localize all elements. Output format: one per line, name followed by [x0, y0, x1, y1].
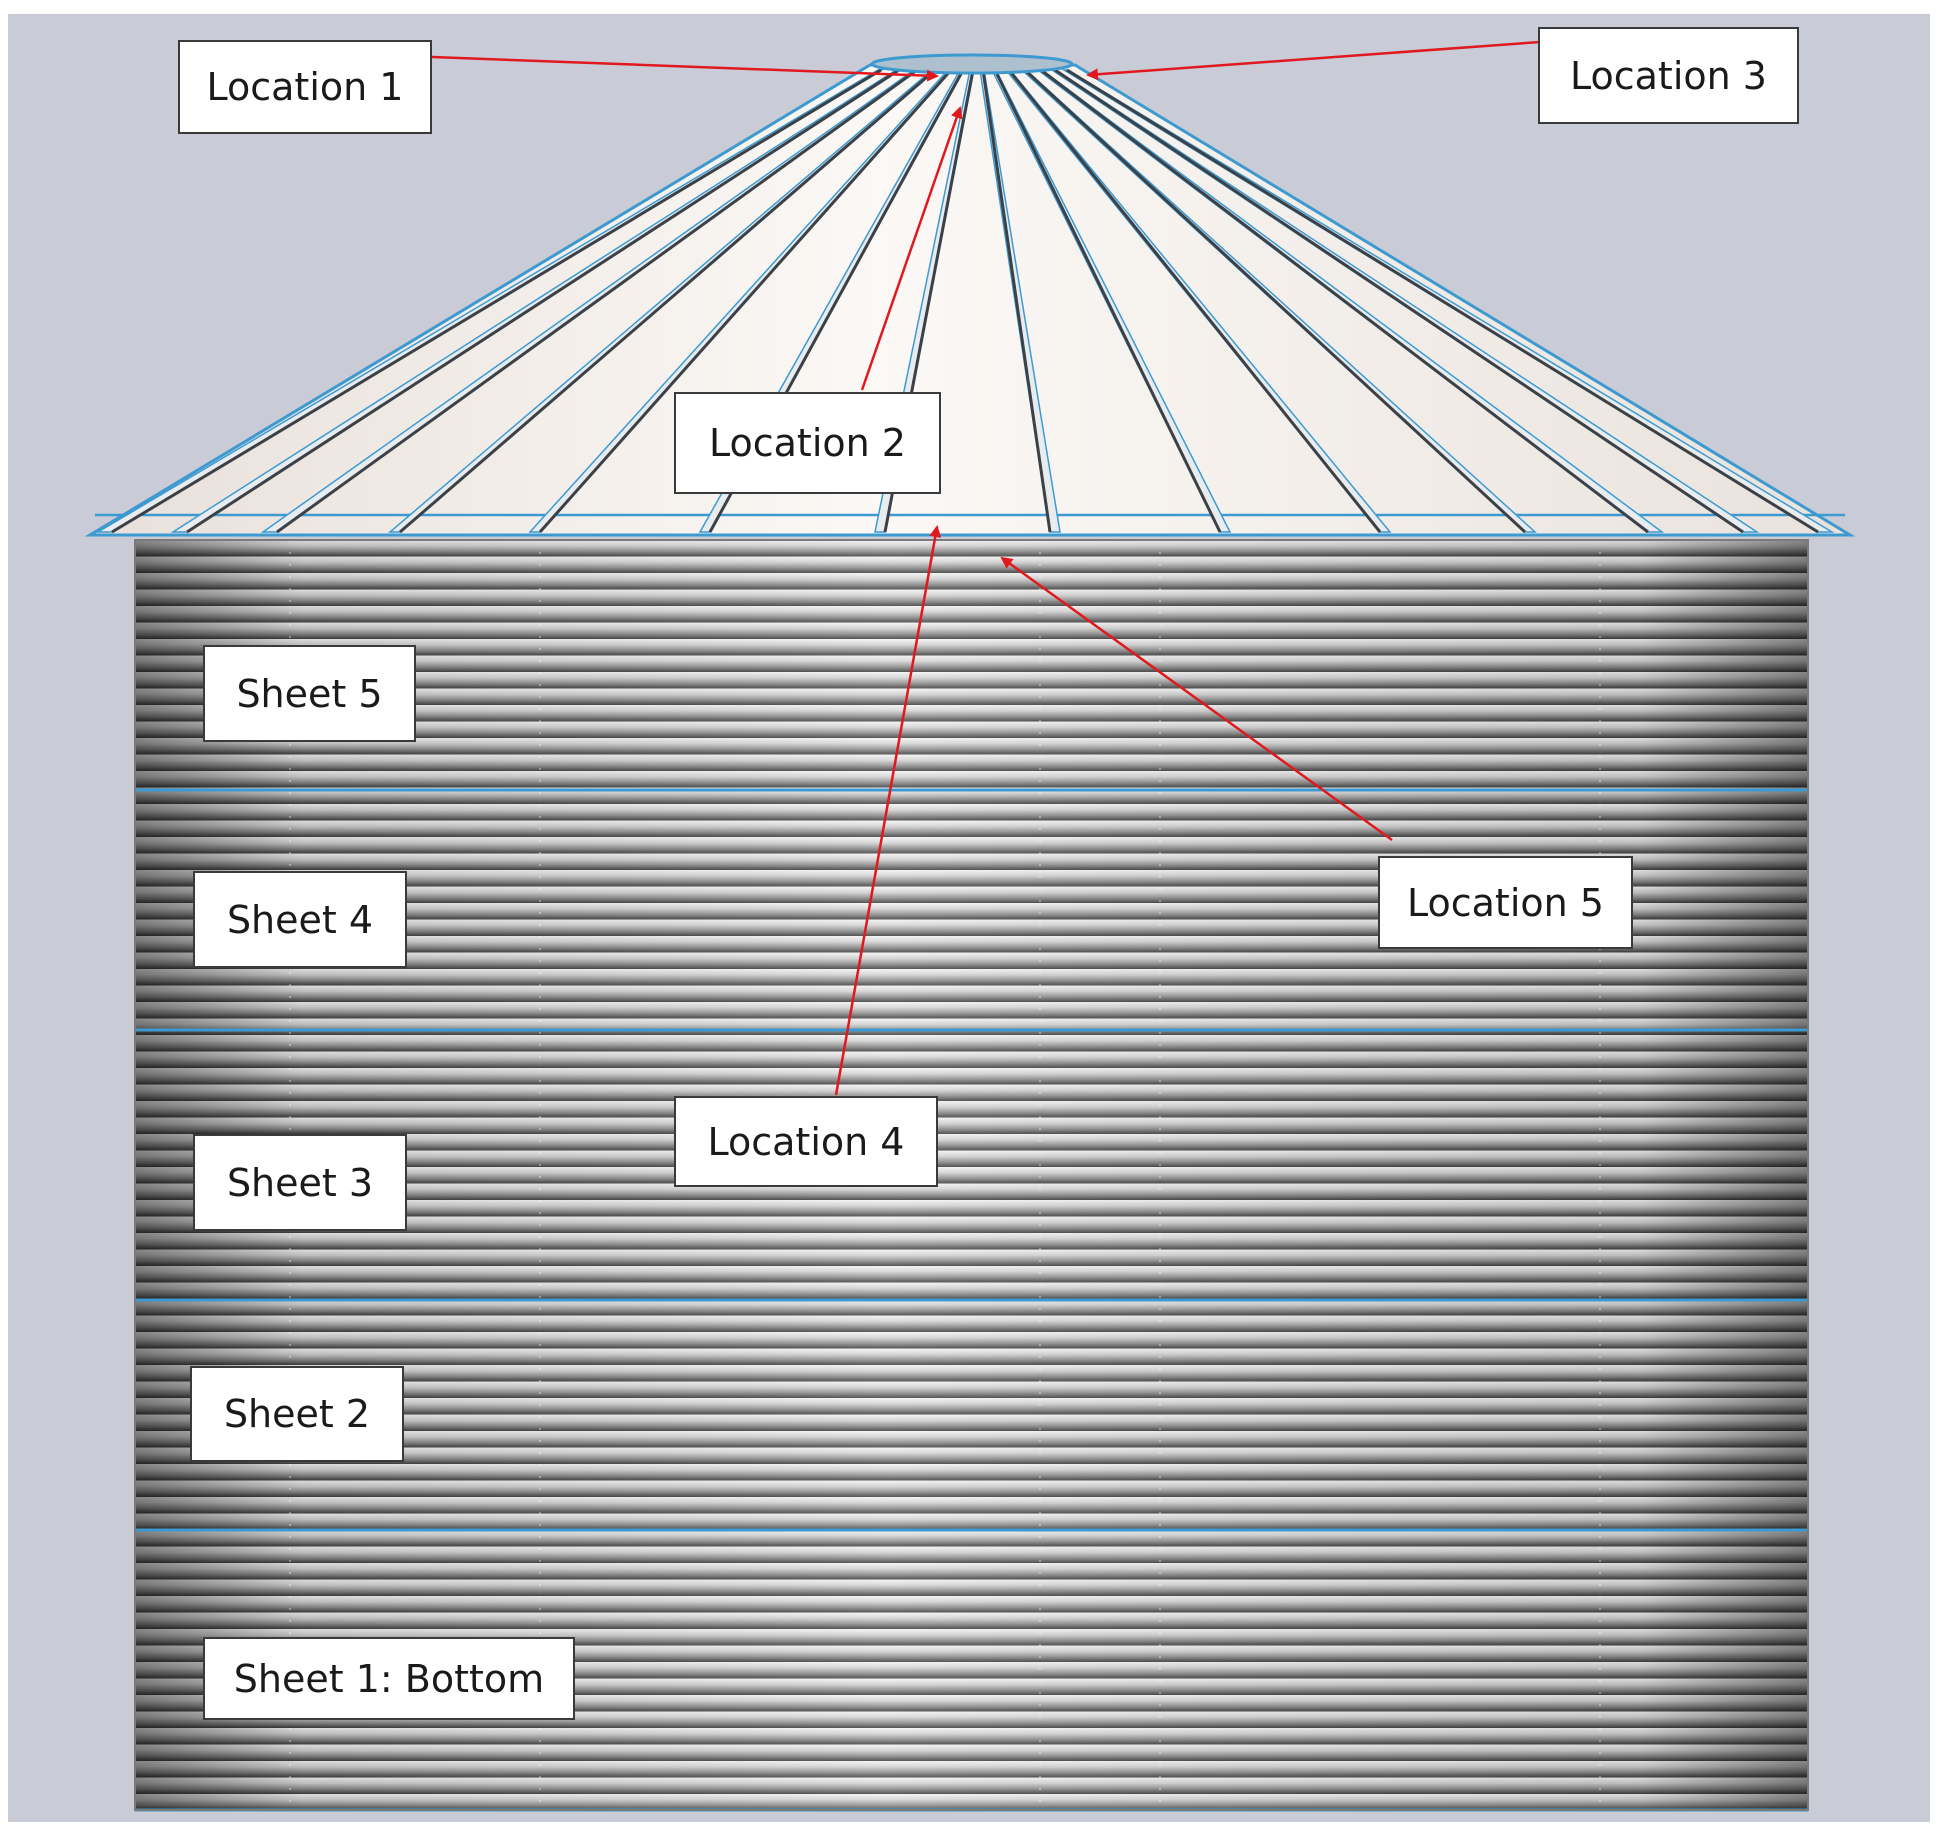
roof-rib-edge — [276, 68, 918, 534]
roof-ribs — [95, 68, 1835, 534]
arrow-location-2 — [860, 106, 963, 391]
arrow-location-3 — [1086, 40, 1541, 81]
label-sheet-4: Sheet 4 — [193, 871, 407, 968]
label-location-4: Location 4 — [674, 1096, 938, 1187]
label-sheet-2: Sheet 2 — [190, 1366, 404, 1462]
roof-rib-edge — [538, 69, 953, 533]
arrow-location-1 — [431, 55, 939, 82]
arrow-location-5 — [1000, 556, 1393, 842]
label-location-1: Location 1 — [178, 40, 432, 134]
annotation-arrows — [431, 40, 1541, 1096]
roof-cap — [870, 53, 1074, 75]
roof-rib-edge — [981, 69, 1052, 533]
roof-rib-edge — [1066, 68, 1819, 534]
label-sheet-3: Sheet 3 — [193, 1134, 407, 1231]
roof — [84, 53, 1856, 537]
roof-rib-edge — [111, 68, 882, 534]
roof-rib-edge — [1040, 68, 1649, 534]
roof-rib-edge — [1007, 69, 1382, 533]
roof-rib-edge — [186, 68, 900, 534]
silo-wall — [134, 539, 1809, 1812]
label-sheet-1-bottom: Sheet 1: Bottom — [203, 1637, 575, 1720]
label-location-3: Location 3 — [1538, 27, 1799, 124]
label-location-2: Location 2 — [674, 392, 941, 494]
roof-rib-edge — [993, 69, 1222, 533]
roof-rib-edge — [399, 68, 936, 534]
arrow-location-4 — [834, 525, 942, 1096]
label-location-5: Location 5 — [1378, 856, 1633, 949]
label-sheet-5: Sheet 5 — [203, 645, 416, 742]
roof-rib-edge — [1054, 68, 1744, 534]
roof-rib-edge — [1023, 68, 1527, 534]
